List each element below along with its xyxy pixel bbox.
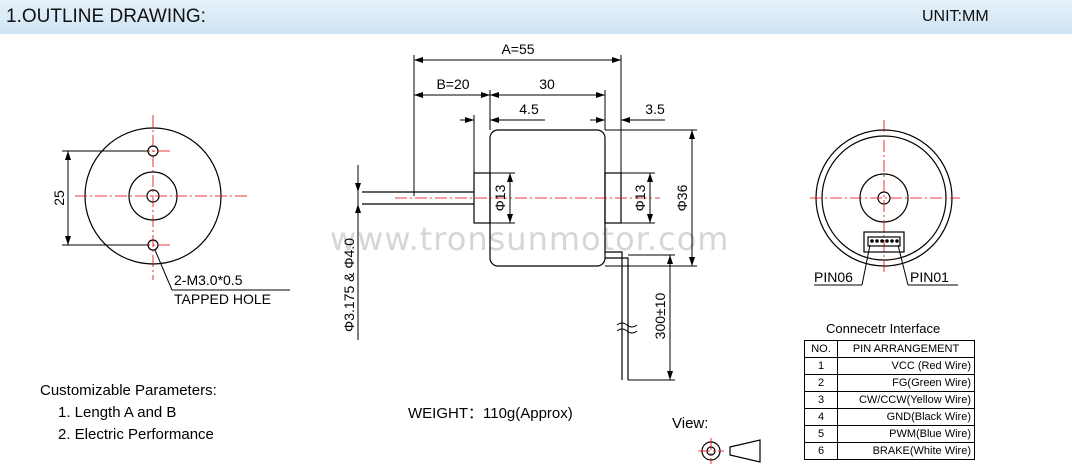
projection-cone <box>729 439 761 463</box>
weight-label: WEIGHT：110g(Approx) <box>408 405 573 422</box>
pin-desc: PWM(Blue Wire) <box>837 425 975 443</box>
pin06-label: PIN06 <box>814 269 853 285</box>
hole-note-2: TAPPED HOLE <box>174 291 271 307</box>
dim-30: 30 <box>539 76 555 92</box>
projection-symbol <box>698 438 761 464</box>
dim-phi13-left: Φ13 <box>492 184 508 211</box>
watermark: www.tronsunmotor.com <box>330 220 729 258</box>
pin-no: 2 <box>804 374 838 392</box>
rear-view: PIN06 PIN01 <box>810 120 960 286</box>
customizable-params: Customizable Parameters: 1. Length A and… <box>40 380 217 446</box>
pin-desc: VCC (Red Wire) <box>837 357 975 375</box>
dim-4-5: 4.5 <box>519 101 539 117</box>
pin-table-title: Connecetr Interface <box>826 321 941 336</box>
front-view: 25 2-M3.0*0.5 TAPPED HOLE <box>51 115 290 307</box>
view-label: View: <box>672 415 709 432</box>
pin-table: NO. PIN ARRANGEMENT 1 VCC (Red Wire) 2 F… <box>804 340 975 460</box>
dim-phi36: Φ36 <box>674 184 690 211</box>
table-row: 3 CW/CCW(Yellow Wire) <box>804 391 975 409</box>
table-row: 1 VCC (Red Wire) <box>804 357 975 375</box>
dim-b: B=20 <box>436 76 469 92</box>
pin-no: 5 <box>804 425 838 443</box>
table-row: 5 PWM(Blue Wire) <box>804 425 975 443</box>
side-view: A=55 B=20 30 4.5 3.5 Φ13 Φ13 <box>341 41 697 381</box>
table-row: 2 FG(Green Wire) <box>804 374 975 392</box>
pin-no: 3 <box>804 391 838 409</box>
outline-drawing: www.tronsunmotor.com 25 2-M3.0*0.5 TAPPE… <box>51 41 960 464</box>
pin-desc: BRAKE(White Wire) <box>837 442 975 460</box>
connector <box>863 231 905 253</box>
hole-note-1: 2-M3.0*0.5 <box>174 272 243 288</box>
table-row: 6 BRAKE(White Wire) <box>804 442 975 460</box>
dim-3-5: 3.5 <box>645 101 665 117</box>
connector-pins <box>867 236 901 247</box>
table-row: 4 GND(Black Wire) <box>804 408 975 426</box>
params-title: Customizable Parameters: <box>40 382 217 399</box>
pin-desc: GND(Black Wire) <box>837 408 975 426</box>
pin-table-header: NO. PIN ARRANGEMENT <box>804 340 975 358</box>
pin-desc: FG(Green Wire) <box>837 374 975 392</box>
col-pin: PIN ARRANGEMENT <box>837 340 975 358</box>
params-item-1: 1. Length A and B <box>58 404 177 421</box>
col-no: NO. <box>804 340 838 358</box>
pin01-label: PIN01 <box>910 269 949 285</box>
pin-desc: CW/CCW(Yellow Wire) <box>837 391 975 409</box>
dim-lead-length: 300±10 <box>652 292 668 339</box>
dim-a: A=55 <box>501 41 534 57</box>
unit-label: UNIT:MM <box>922 8 989 25</box>
section-title: 1.OUTLINE DRAWING: <box>6 6 206 27</box>
dim-phi13-right: Φ13 <box>632 184 648 211</box>
header-bar: 1.OUTLINE DRAWING: UNIT:MM <box>0 0 1072 34</box>
pin-no: 6 <box>804 442 838 460</box>
params-item-2: 2. Electric Performance <box>58 426 214 443</box>
pin-no: 4 <box>804 408 838 426</box>
dim-shaft: Φ3.175 & Φ4.0 <box>341 238 357 332</box>
pin-no: 1 <box>804 357 838 375</box>
front-dim-25: 25 <box>51 190 67 206</box>
